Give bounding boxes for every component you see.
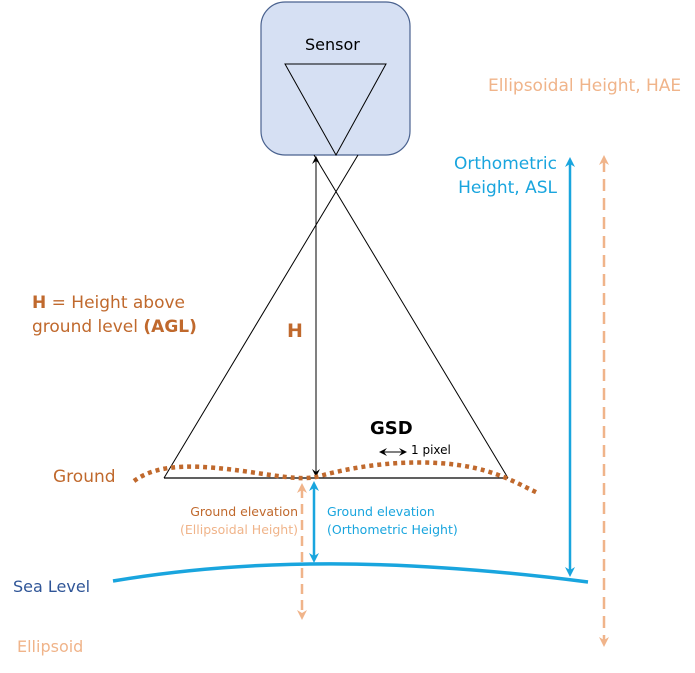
ellipsoid-label: Ellipsoid [17, 637, 84, 656]
sensor-label: Sensor [305, 35, 360, 54]
orthometric-height-line1: Orthometric [454, 154, 557, 174]
agl-abbrev: (AGL) [143, 317, 197, 337]
ground-elevation-ellipsoidal-line1: Ground elevation [190, 504, 298, 519]
ground-label: Ground [53, 467, 116, 487]
ground-elevation-orthometric-line1: Ground elevation [327, 504, 435, 519]
ground-elevation-ellipsoidal-label: Ground elevation (Ellipsoidal Height) [180, 503, 298, 539]
ground-elevation-orthometric-line2: (Orthometric Height) [327, 522, 458, 537]
fov-left-line [163, 154, 359, 479]
sensor-box [260, 1, 411, 156]
one-pixel-label: 1 pixel [411, 443, 451, 457]
sea-level-label: Sea Level [13, 577, 91, 596]
agl-line2-text: ground level [32, 317, 144, 337]
agl-h-symbol: H [32, 293, 47, 313]
sensor-triangle [284, 63, 387, 157]
orthometric-height-label: Orthometric Height, ASL [454, 152, 557, 200]
sea-level-curve [112, 562, 589, 584]
ground-curve [132, 460, 539, 496]
h-marker-label: H [287, 320, 303, 342]
orthometric-height-line2: Height, ASL [458, 178, 557, 198]
fov-right-line [313, 154, 509, 479]
agl-definition-label: H = Height above ground level (AGL) [32, 291, 197, 339]
agl-eq-text: = Height above [46, 293, 186, 313]
ground-elevation-ellipsoidal-line2: (Ellipsoidal Height) [180, 522, 298, 537]
ellipsoidal-height-label: Ellipsoidal Height, HAE [488, 76, 682, 96]
ground-elevation-orthometric-label: Ground elevation (Orthometric Height) [327, 503, 458, 539]
gsd-label: GSD [370, 418, 413, 439]
